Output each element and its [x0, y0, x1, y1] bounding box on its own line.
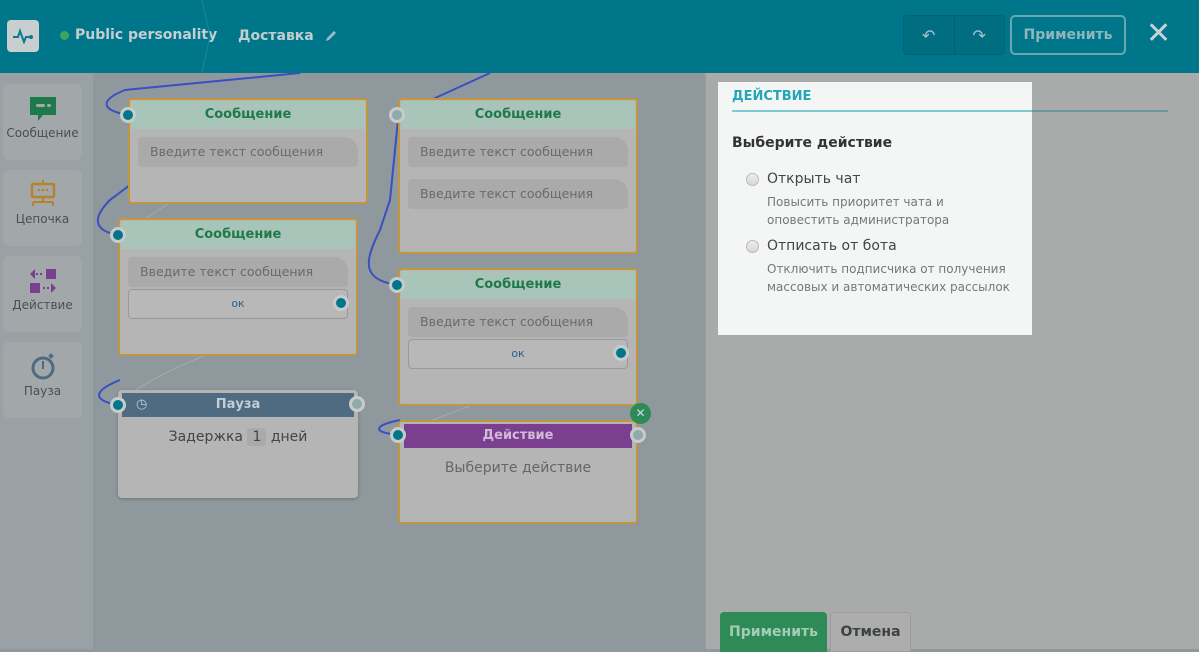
node-title: Сообщение [131, 101, 365, 129]
logo-pulse-icon[interactable] [7, 20, 39, 52]
node-title: Сообщение [401, 101, 635, 129]
ok-label: ок [511, 347, 525, 360]
pause-delay: Задержка 1 дней [120, 428, 356, 446]
message-node[interactable]: Сообщение Введите текст сообщения Введит… [398, 98, 638, 254]
node-title: Действие [404, 424, 632, 448]
message-icon [3, 84, 82, 126]
button-output-port[interactable] [333, 295, 349, 311]
delay-suffix: дней [270, 429, 308, 445]
message-text-input[interactable]: Введите текст сообщения [138, 137, 358, 167]
top-bar: Public personality Доставка ↶ ↷ Применит… [0, 0, 1199, 73]
header-apply-button[interactable]: Применить [1010, 15, 1126, 55]
ok-button[interactable]: ок [128, 289, 349, 319]
stopwatch-icon [3, 342, 82, 384]
action-placeholder: Выберите действие [444, 460, 592, 476]
pause-title-label: Пауза [215, 397, 261, 412]
panel-title: ДЕЙСТВИЕ [732, 89, 812, 104]
message-node[interactable]: Сообщение Введите текст сообщения [128, 98, 368, 204]
option-label: Открыть чат [767, 171, 861, 187]
history-buttons: ↶ ↷ [903, 15, 1005, 55]
action-icon [3, 256, 82, 298]
option-open-chat[interactable]: Открыть чат Повысить приоритет чата и оп… [746, 171, 1017, 229]
sidebar-item-pause[interactable]: Пауза [3, 342, 82, 418]
output-port[interactable] [349, 396, 365, 412]
tool-sidebar: Сообщение Цепочка Действие Пауза [0, 73, 93, 649]
input-port[interactable] [389, 277, 405, 293]
chain-icon [3, 170, 82, 212]
input-port[interactable] [110, 397, 126, 413]
message-text-input[interactable]: Введите текст сообщения [408, 307, 628, 337]
panel-subtitle: Выберите действие [732, 135, 893, 151]
sidebar-item-label: Цепочка [15, 212, 70, 226]
option-unsubscribe[interactable]: Отписать от бота Отключить подписчика от… [746, 238, 1017, 296]
option-description: Отключить подписчика от получения массов… [767, 262, 1010, 294]
flow-name[interactable]: Доставка [238, 28, 338, 44]
output-port[interactable] [630, 427, 646, 443]
sidebar-item-label: Сообщение [6, 126, 79, 140]
sidebar-item-action[interactable]: Действие [3, 256, 82, 332]
cancel-button[interactable]: Отмена [830, 612, 911, 652]
input-port[interactable] [389, 107, 405, 123]
delete-node-icon[interactable]: ✕ [630, 403, 651, 424]
pencil-icon[interactable] [324, 29, 338, 43]
node-title: Сообщение [401, 271, 635, 299]
ok-label: ок [231, 297, 245, 310]
pause-node[interactable]: ◷ Пауза Задержка 1 дней [118, 390, 358, 498]
action-settings-card [718, 82, 1032, 335]
option-label: Отписать от бота [767, 238, 897, 254]
delay-prefix: Задержка [168, 429, 243, 445]
option-description: Повысить приоритет чата и оповестить адм… [767, 195, 950, 227]
message-text-input[interactable]: Введите текст сообщения [408, 179, 628, 209]
radio-button[interactable] [746, 172, 759, 186]
undo-button[interactable]: ↶ [904, 16, 955, 54]
message-text-input[interactable]: Введите текст сообщения [128, 257, 348, 287]
apply-button[interactable]: Применить [720, 612, 827, 652]
sidebar-item-label: Пауза [23, 384, 62, 398]
status-dot-icon [60, 30, 69, 40]
project-name[interactable]: Public personality [60, 27, 217, 43]
delay-value[interactable]: 1 [247, 428, 267, 446]
input-port[interactable] [120, 107, 136, 123]
sidebar-item-chain[interactable]: Цепочка [3, 170, 82, 246]
message-text-input[interactable]: Введите текст сообщения [408, 137, 628, 167]
project-label: Public personality [75, 27, 218, 43]
ok-button[interactable]: ок [408, 339, 629, 369]
button-output-port[interactable] [613, 345, 629, 361]
input-port[interactable] [390, 427, 406, 443]
close-icon[interactable]: ✕ [1146, 16, 1172, 51]
action-node[interactable]: Действие Выберите действие [398, 420, 638, 524]
message-node[interactable]: Сообщение Введите текст сообщения ок [118, 218, 358, 356]
node-title: Сообщение [121, 221, 355, 249]
flow-label: Доставка [238, 28, 314, 44]
input-port[interactable] [110, 227, 126, 243]
clock-icon: ◷ [136, 397, 148, 412]
divider [732, 110, 1032, 112]
breadcrumb-separator [201, 0, 211, 73]
redo-button[interactable]: ↷ [972, 25, 986, 45]
sidebar-item-message[interactable]: Сообщение [3, 84, 82, 160]
sidebar-item-label: Действие [12, 298, 73, 312]
message-node[interactable]: Сообщение Введите текст сообщения ок [398, 268, 638, 406]
radio-button[interactable] [746, 239, 759, 253]
node-title: ◷ Пауза [122, 393, 354, 417]
